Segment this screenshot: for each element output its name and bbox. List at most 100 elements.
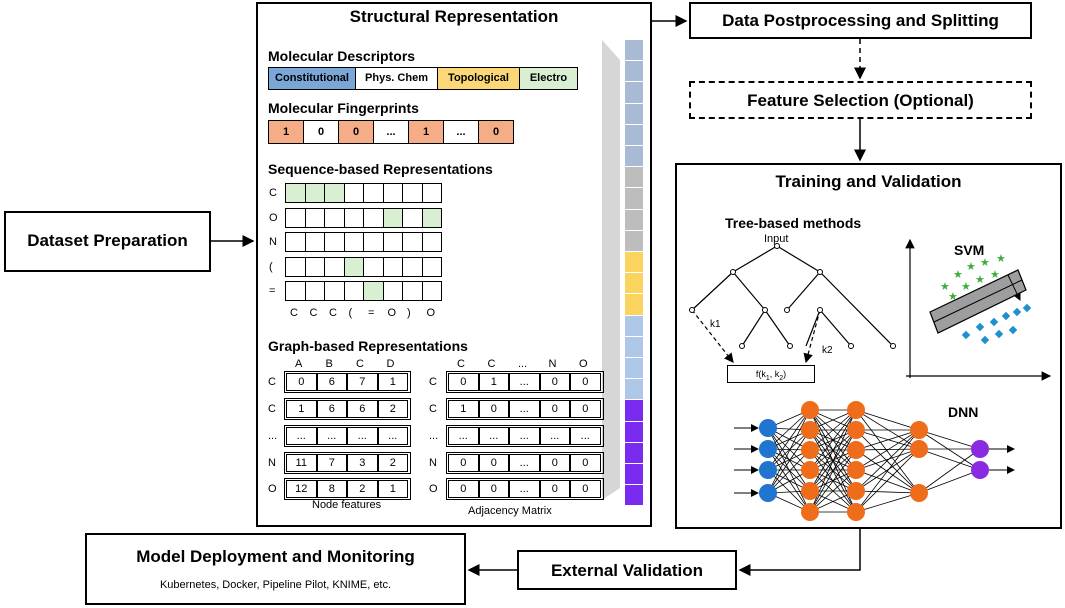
sequence-cell — [363, 183, 384, 203]
adjacency-cell: 0 — [570, 400, 601, 418]
svm-diamond-point — [1012, 307, 1022, 317]
sequence-cell — [285, 183, 306, 203]
external-validation-label: External Validation — [550, 561, 704, 580]
deployment-box: Model Deployment and Monitoring Kubernet… — [85, 533, 466, 605]
adjacency-cell: ... — [539, 427, 570, 445]
tree-function-mid: , k — [769, 369, 780, 379]
feature-vector-cell — [624, 399, 644, 422]
feature-vector-cell — [624, 39, 644, 62]
node-col-label: B — [325, 358, 333, 370]
node-row-label: C — [268, 403, 276, 415]
node-cell: 2 — [377, 454, 408, 472]
feature-vector-cell — [624, 441, 644, 464]
descriptor-cell: Phys. Chem — [355, 67, 438, 90]
dnn-connection — [767, 409, 811, 450]
adjacency-caption: Adjacency Matrix — [468, 505, 552, 517]
dnn-connection — [809, 429, 857, 513]
adjacency-row-label: ... — [429, 430, 439, 442]
sequence-cell — [363, 207, 384, 228]
tree-k2-label: k2 — [822, 345, 833, 356]
node-col-label: C — [356, 358, 364, 370]
node-row-label: C — [268, 376, 276, 388]
postprocessing-box: Data Postprocessing and Splitting — [689, 2, 1032, 39]
feature-vector-cell — [624, 166, 644, 189]
dnn-connection — [855, 490, 920, 494]
arrow-training-to-external — [738, 529, 861, 576]
sequence-cell — [402, 232, 423, 252]
feature-selection-box: Feature Selection (Optional) — [689, 81, 1032, 119]
tree-function-box: f(k1, k2) — [727, 365, 815, 383]
adjacency-col-label: C — [457, 358, 465, 370]
fingerprint-bit: ... — [373, 120, 409, 144]
feature-vector-cell — [624, 251, 644, 274]
dnn-connection — [855, 429, 920, 471]
svm-star-point: ★ — [966, 260, 976, 273]
feature-vector-cell — [624, 463, 644, 486]
dnn-hidden-neuron — [847, 401, 865, 419]
dnn-connection — [855, 448, 920, 471]
dnn-input-neuron — [759, 484, 777, 502]
tree-diagram — [691, 245, 894, 364]
node-cell: 1 — [377, 480, 408, 498]
sequence-cell — [421, 256, 442, 277]
dnn-hidden-neuron — [847, 461, 865, 479]
dnn-diagram — [734, 401, 1015, 521]
adjacency-row — [446, 371, 604, 393]
feature-vector-cell — [624, 229, 644, 252]
sequence-row-label: N — [269, 236, 277, 248]
node-row-label: N — [268, 457, 276, 469]
node-cell: 7 — [316, 454, 347, 472]
dnn-connection — [918, 448, 981, 494]
dnn-title: DNN — [948, 404, 979, 420]
tree-function-sub2: 2 — [779, 374, 784, 382]
dnn-hidden-neuron — [801, 482, 819, 500]
graph-title: Graph-based Representations — [268, 338, 468, 354]
dnn-hidden-neuron — [910, 421, 928, 439]
sequence-cell — [402, 281, 423, 301]
node-cell: 8 — [316, 480, 347, 498]
sequence-cell — [285, 207, 306, 228]
tree-nodes — [689, 243, 896, 349]
dnn-connection — [767, 429, 811, 494]
dnn-connection — [855, 429, 920, 450]
node-cell: ... — [347, 427, 378, 445]
node-cell: 6 — [316, 400, 347, 418]
svm-star-point: ★ — [980, 256, 990, 269]
adjacency-cell: ... — [509, 400, 540, 418]
node-cell: 6 — [347, 400, 378, 418]
adjacency-cell: 0 — [448, 480, 479, 498]
sequence-cell — [304, 207, 325, 228]
node-cell: ... — [316, 427, 347, 445]
sequence-cell — [343, 256, 364, 277]
adjacency-row — [446, 478, 604, 500]
adjacency-cell: 0 — [570, 480, 601, 498]
sequence-cell — [343, 281, 364, 301]
dnn-connection — [855, 448, 920, 513]
adjacency-cell: ... — [448, 427, 479, 445]
sequence-cell — [421, 207, 442, 228]
training-validation-title: Training and Validation — [775, 172, 962, 191]
sequence-row-label: ( — [269, 260, 273, 273]
sequence-col-label: O — [426, 307, 436, 319]
svm-diamond-point — [994, 329, 1004, 339]
dnn-hidden-neuron — [801, 401, 819, 419]
sequence-cell — [343, 232, 364, 252]
node-cell: 12 — [286, 480, 317, 498]
adjacency-cell: ... — [509, 427, 540, 445]
dnn-connection — [767, 427, 811, 471]
sequence-col-label: C — [290, 307, 298, 319]
node-cell: 2 — [377, 400, 408, 418]
adjacency-cell: 0 — [539, 400, 570, 418]
structural-representation-title: Structural Representation — [349, 7, 559, 26]
feature-vector-cell — [624, 123, 644, 146]
sequence-cell — [324, 281, 345, 301]
dnn-input-neuron — [759, 461, 777, 479]
dnn-connection — [809, 469, 857, 513]
node-row-label: ... — [268, 430, 278, 442]
node-cell: 6 — [316, 373, 347, 391]
sequence-cell — [343, 207, 364, 228]
dnn-connection — [809, 449, 857, 513]
sequence-cell — [382, 207, 403, 228]
svm-star-point: ★ — [961, 280, 971, 293]
sequence-cell — [363, 256, 384, 277]
